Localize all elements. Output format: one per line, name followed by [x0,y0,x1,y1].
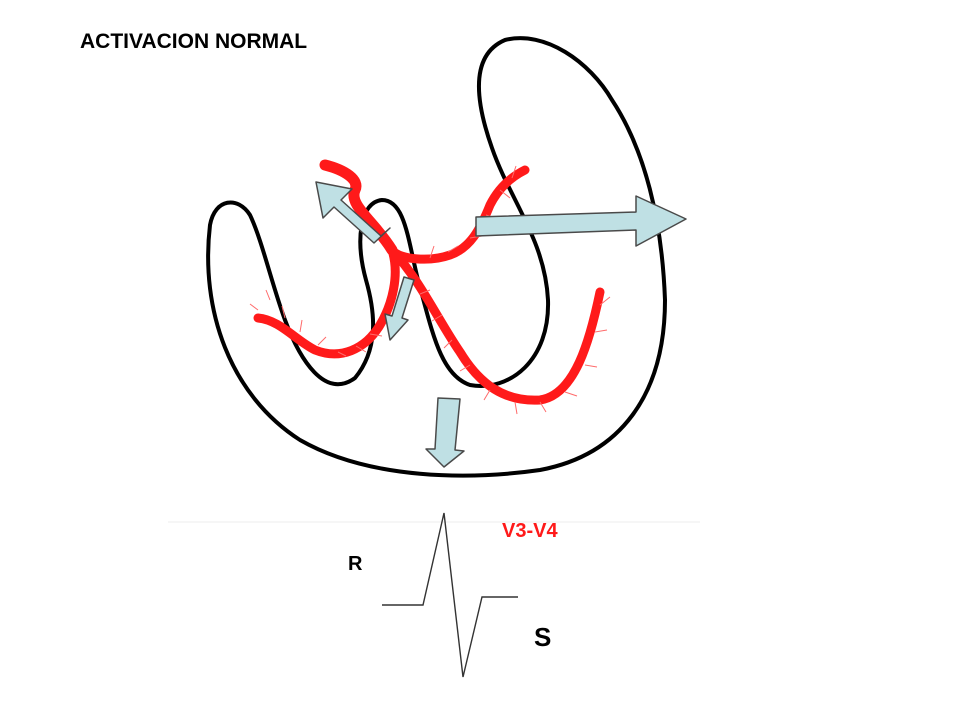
left-bundle-inner [387,245,605,405]
right-bundle-branch [253,245,400,359]
av-node-path [319,159,398,256]
purkinje-fibers [249,165,611,415]
activation-vectors [315,181,687,468]
heart-outline [206,36,667,478]
s-wave-label: S [534,622,552,652]
vector-arrow-left-ventricle [475,195,687,247]
r-wave-label: R [348,553,363,575]
vector-arrow-basal-downward [425,397,465,468]
diagram-title: ACTIVACION NORMAL [80,30,308,53]
ecg-qrs-complex [382,512,518,678]
conduction-system [253,159,605,405]
vector-arrow-septal-upward [315,181,391,244]
left-bundle-branch [387,165,530,264]
vector-arrow-small-downward [384,276,415,341]
lead-label: V3-V4 [502,520,558,542]
